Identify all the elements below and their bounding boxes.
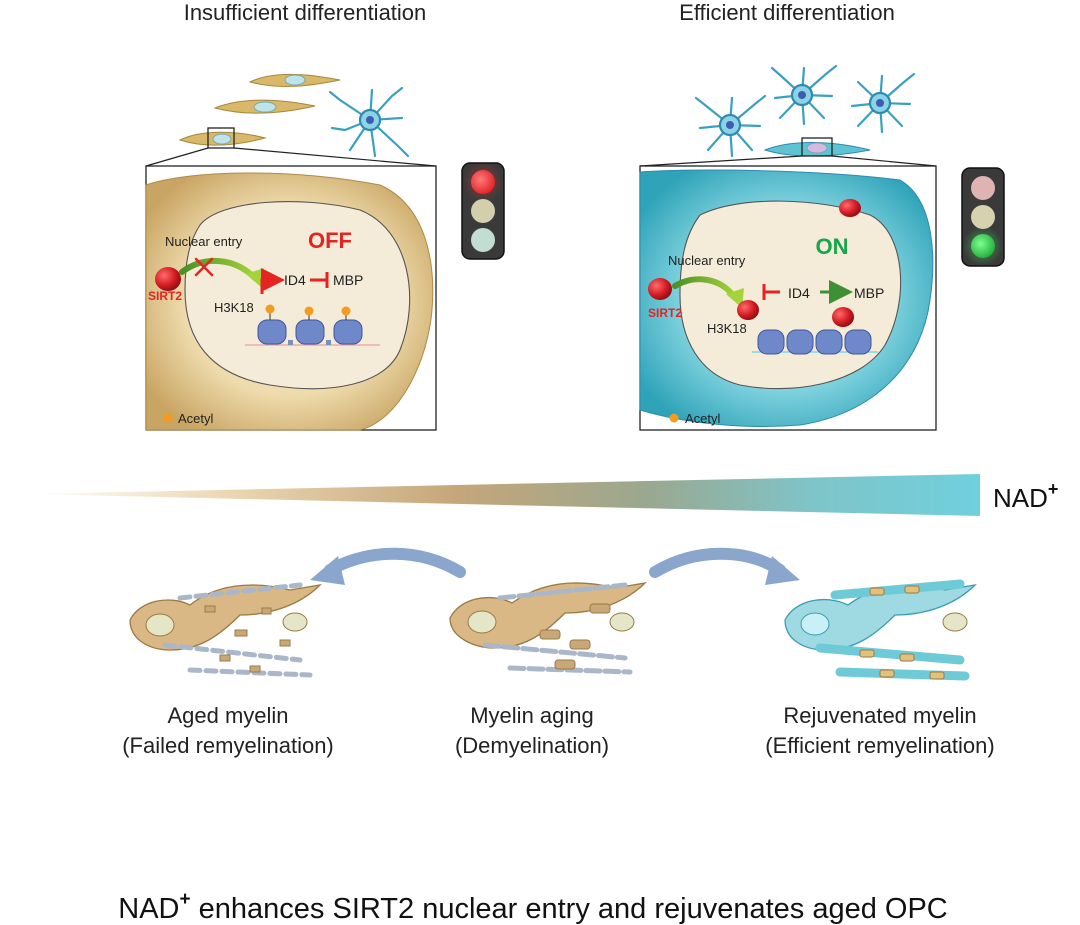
linker-dna [288,340,293,345]
figure-caption: NAD+ enhances SIRT2 nuclear entry and re… [118,889,948,925]
sirt2-protein-icon [832,307,854,327]
id4-label: ID4 [788,285,810,301]
nad-gradient-wedge [30,474,980,516]
left-opc-cluster [178,73,341,149]
curved-arrow-left [324,547,466,578]
id4-label: ID4 [284,272,306,288]
nuclear-entry-label: Nuclear entry [165,234,243,249]
right-panel: ON Nuclear entry SIRT2 ID4 MBP H3K18 Ace… [639,165,937,431]
arrow-head-icon [310,556,345,585]
traffic-light-on [961,167,1005,267]
zoom-box [801,137,833,157]
myelin-aging-label: Myelin aging [470,703,594,728]
zoom-box [207,127,235,149]
opc-cell-icon [213,99,316,114]
traffic-light-off [461,162,505,260]
yellow-light-icon [471,199,495,223]
red-light-icon [971,176,995,200]
yellow-light-icon [971,205,995,229]
oligodendrocyte-icon [770,64,838,126]
oligodendrocyte-icon [694,94,767,158]
nad-sup: + [1048,479,1059,499]
arrow-head-icon [765,556,800,585]
block-x-icon [194,257,214,277]
myelin-aging-illustration [449,582,647,675]
linker-dna [326,340,331,345]
red-light-icon [471,170,495,194]
sirt2-label: SIRT2 [648,306,682,320]
inhibition-icon [762,284,780,300]
state-on-label: ON [816,234,849,259]
mbp-label: MBP [854,285,884,301]
sirt2-label: SIRT2 [148,289,182,303]
h3k18-label: H3K18 [707,321,747,336]
caption-sup: + [179,889,190,910]
inhibition-icon [310,272,329,288]
acetyl-legend-label: Acetyl [685,411,721,426]
heading-left: Insufficient differentiation [184,0,427,25]
acetyl-legend-icon [669,413,679,423]
nucleosome-icon [257,304,287,345]
caption-rest: enhances SIRT2 nuclear entry and rejuven… [191,893,948,925]
heading-right: Efficient differentiation [679,0,895,25]
aged-myelin-illustration [129,582,322,678]
green-light-icon [971,234,995,258]
sirt2-protein-icon [648,278,672,300]
myelin-aging-sublabel: (Demyelination) [455,733,609,758]
nucleosome-icon [786,329,814,355]
h3k18-label: H3K18 [214,300,254,315]
nucleosome-icon [844,329,872,355]
activation-arrow-icon [260,268,285,294]
sirt2-protein-icon [155,267,181,291]
oligodendrocyte-icon [850,72,916,134]
sirt2-protein-icon [737,300,759,320]
right-opc-icon [763,142,871,157]
rejuvenated-myelin-label: Rejuvenated myelin [783,703,976,728]
arrow-head-icon [726,288,744,308]
astrocyte-icon [328,86,410,158]
arrow-head-icon [246,268,264,288]
opc-cell-icon [178,131,267,146]
rejuvenated-myelin-illustration [784,579,977,681]
zoom-line [831,155,937,167]
aged-myelin-sublabel: (Failed remyelination) [122,733,334,758]
nucleosome-icon [815,329,843,355]
mbp-label: MBP [333,272,363,288]
nucleosome-icon [295,306,325,345]
sirt2-protein-icon [839,199,861,217]
curved-arrow-right [649,547,786,578]
nucleus-left [184,201,411,390]
nad-text: NAD [993,483,1048,513]
green-light-icon [471,228,495,252]
nuclear-entry-arrow [179,258,258,281]
acetyl-legend-icon [163,413,173,423]
nad-gradient-label: NAD+ [993,479,1058,513]
zoom-line [639,155,803,167]
nucleosome-icon [333,306,363,345]
left-panel: Nuclear entry OFF SIRT2 ID4 MBP H3K18 [145,165,437,431]
nuclear-entry-label: Nuclear entry [668,253,746,268]
acetyl-legend-label: Acetyl [178,411,214,426]
zoom-line [233,147,437,167]
rejuvenated-myelin-sublabel: (Efficient remyelination) [765,733,994,758]
right-oligodendrocyte-cluster [694,64,916,158]
nucleosome-icon [757,329,785,355]
aged-myelin-label: Aged myelin [167,703,288,728]
zoom-line [145,147,209,167]
state-off-label: OFF [308,228,352,253]
caption-nad: NAD [118,893,179,925]
opc-cell-icon [248,73,341,87]
